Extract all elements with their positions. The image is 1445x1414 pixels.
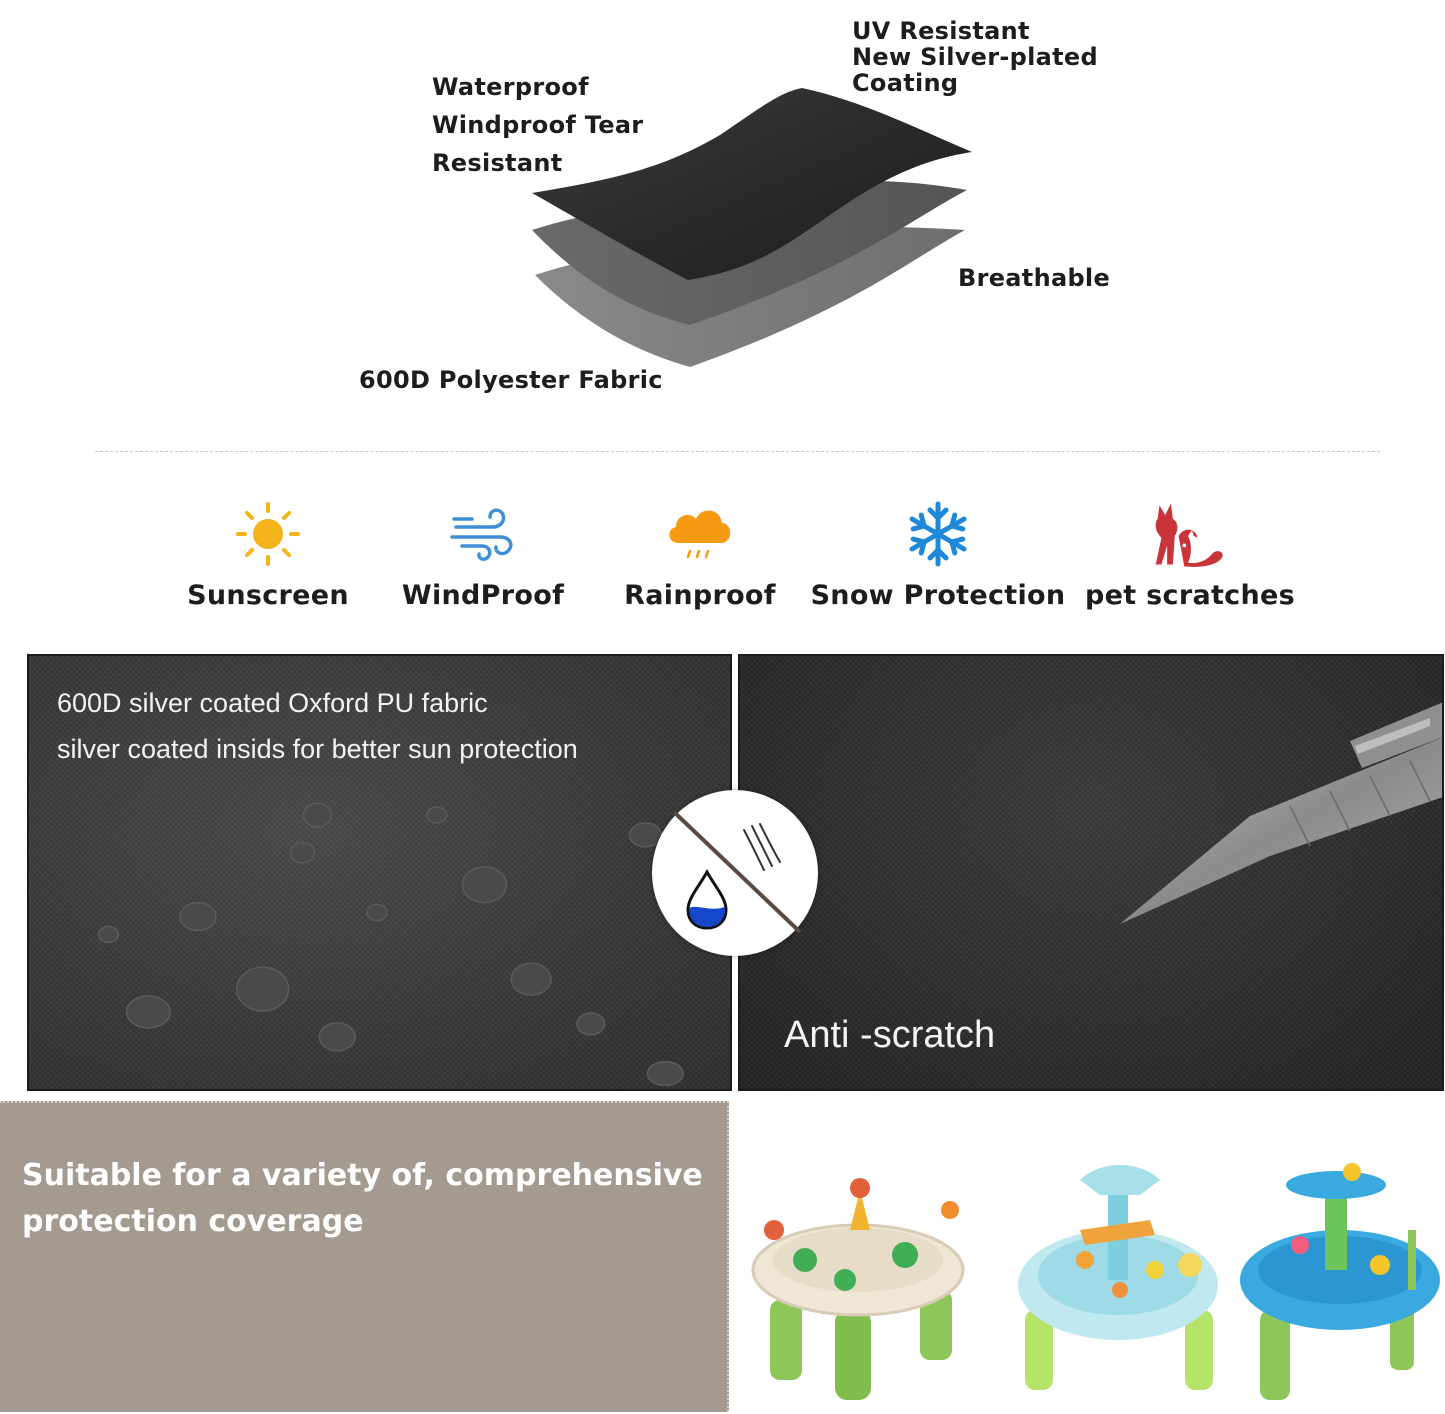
feature-rainproof: Rainproof <box>624 496 776 611</box>
water-play-tables-image <box>751 1163 1440 1400</box>
feature-snow-protection: Snow Protection <box>811 496 1065 611</box>
sun-icon <box>228 496 308 572</box>
feature-sunscreen: Sunscreen <box>187 496 349 611</box>
uv-resistant-label: UV Resistant New Silver-plated Coating <box>852 18 1098 96</box>
sunscreen-label: Sunscreen <box>187 580 349 611</box>
waterproof-fabric-panel: 600D silver coated Oxford PU fabric silv… <box>27 654 732 1091</box>
play-table-light-blue <box>1018 1165 1218 1390</box>
feature-pet-scratches: pet scratches <box>1085 496 1295 611</box>
fabric-layers-illustration <box>532 88 972 367</box>
utility-knife-illustration <box>1120 702 1442 924</box>
anti-scratch-panel: Anti -scratch <box>738 654 1444 1091</box>
suitable-line-2: protection coverage <box>22 1204 364 1239</box>
pet-scratches-label: pet scratches <box>1085 580 1295 611</box>
water-droplets <box>97 802 684 1087</box>
feature-windproof: WindProof <box>402 496 564 611</box>
snow-protection-label: Snow Protection <box>810 580 1066 611</box>
coating-line: Coating <box>852 69 959 97</box>
play-table-blue <box>1240 1163 1440 1400</box>
water-drop-scratch-icon <box>672 810 802 934</box>
windproof-label: WindProof <box>401 580 565 611</box>
fabric-layers-diagram: Waterproof Windproof Tear Resistant UV R… <box>0 0 1445 440</box>
resistant-line: Resistant <box>432 149 563 177</box>
fabric-description: 600D silver coated Oxford PU fabric silv… <box>57 680 578 772</box>
waterproof-scratch-badge <box>652 790 818 956</box>
rain-cloud-icon <box>660 496 740 572</box>
waterproof-label: Waterproof Windproof Tear Resistant <box>432 68 643 182</box>
waterproof-line: Waterproof <box>432 73 589 101</box>
snowflake-icon <box>898 496 978 572</box>
suitable-coverage-box: Suitable for a variety of, comprehensive… <box>0 1101 729 1412</box>
suitable-coverage-text: Suitable for a variety of, comprehensive… <box>22 1153 712 1245</box>
breathable-label: Breathable <box>958 264 1111 292</box>
fabric-line-1: 600D silver coated Oxford PU fabric <box>57 688 488 718</box>
pet-icon <box>1150 496 1230 572</box>
fabric-line-2: silver coated insids for better sun prot… <box>57 734 578 764</box>
top-layer <box>532 88 972 280</box>
uv-line: UV Resistant <box>852 17 1030 45</box>
play-table-beige <box>751 1178 965 1400</box>
section-divider <box>95 451 1380 452</box>
suitable-line-1: Suitable for a variety of, comprehensive <box>22 1158 703 1193</box>
wind-icon <box>443 496 523 572</box>
polyester-label: 600D Polyester Fabric <box>359 366 663 394</box>
silver-plated-line: New Silver-plated <box>852 43 1098 71</box>
anti-scratch-label: Anti -scratch <box>784 1014 996 1056</box>
fabric-texture <box>740 656 1442 1089</box>
rainproof-label: Rainproof <box>624 580 776 611</box>
windproof-line: Windproof Tear <box>432 111 644 139</box>
